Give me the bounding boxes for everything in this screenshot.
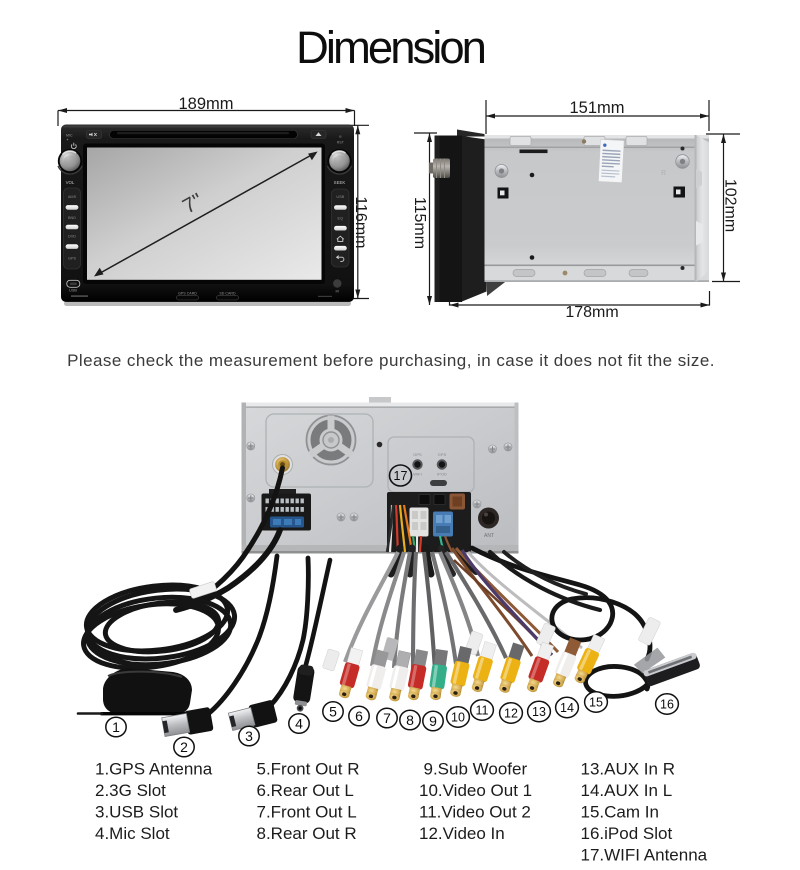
svg-text:2.3G Slot: 2.3G Slot	[95, 781, 166, 800]
svg-text:102mm: 102mm	[722, 179, 739, 232]
svg-text:AMS: AMS	[68, 195, 77, 199]
svg-text:16: 16	[660, 698, 674, 712]
svg-text:2: 2	[180, 739, 188, 755]
svg-text:USB: USB	[336, 195, 344, 199]
svg-text:5: 5	[329, 704, 337, 720]
svg-text:12.Video In: 12.Video In	[419, 824, 505, 843]
svg-text:12: 12	[504, 707, 518, 721]
svg-text:GPS: GPS	[438, 452, 447, 457]
svg-text:BND: BND	[68, 216, 76, 220]
svg-text:GPS: GPS	[68, 256, 76, 260]
svg-text:4.Mic Slot: 4.Mic Slot	[95, 824, 170, 843]
svg-text:13: 13	[532, 705, 546, 719]
svg-text:4: 4	[295, 716, 303, 732]
svg-text:GPS: GPS	[413, 452, 422, 457]
svg-text:116mm: 116mm	[352, 196, 369, 248]
svg-text:USB: USB	[69, 289, 77, 293]
svg-text:RST: RST	[337, 141, 345, 145]
svg-text:11: 11	[476, 704, 489, 718]
svg-text:15.Cam In: 15.Cam In	[581, 803, 659, 822]
svg-text:3: 3	[245, 728, 253, 744]
svg-text:17: 17	[394, 469, 408, 483]
svg-text:11.Video Out 2: 11.Video Out 2	[419, 803, 531, 822]
svg-text:Please check the measurement b: Please check the measurement before purc…	[67, 351, 715, 370]
svg-text:ANT: ANT	[484, 533, 494, 539]
svg-text:IPOD: IPOD	[437, 472, 447, 477]
svg-text:GPS CARD: GPS CARD	[178, 291, 197, 295]
svg-text:DVD: DVD	[68, 235, 76, 239]
svg-text:8: 8	[406, 712, 414, 728]
svg-text:178mm: 178mm	[565, 304, 618, 321]
svg-text:13.AUX In R: 13.AUX In R	[581, 760, 676, 779]
svg-text:115mm: 115mm	[411, 197, 428, 249]
svg-text:3.USB Slot: 3.USB Slot	[95, 803, 178, 822]
svg-text:WIFI: WIFI	[413, 472, 421, 477]
svg-text:5.Front Out R: 5.Front Out R	[257, 760, 360, 779]
svg-text:9.Sub Woofer: 9.Sub Woofer	[424, 760, 528, 779]
svg-text:10: 10	[451, 711, 465, 725]
svg-text:MIC: MIC	[66, 134, 73, 138]
svg-text:14.AUX In L: 14.AUX In L	[581, 781, 673, 800]
svg-text:1: 1	[112, 719, 120, 735]
svg-text:16.iPod Slot: 16.iPod Slot	[581, 824, 673, 843]
svg-text:VOL: VOL	[66, 180, 75, 185]
svg-text:7.Front Out L: 7.Front Out L	[257, 803, 357, 822]
svg-text:10.Video Out 1: 10.Video Out 1	[419, 781, 532, 800]
svg-text:6.Rear Out L: 6.Rear Out L	[257, 781, 354, 800]
svg-text:R: R	[661, 170, 666, 177]
svg-text:IR: IR	[336, 289, 340, 293]
svg-text:189mm: 189mm	[178, 95, 233, 113]
svg-text:Dimension: Dimension	[296, 22, 485, 73]
svg-text:SEEK: SEEK	[334, 180, 346, 185]
svg-text:1.GPS Antenna: 1.GPS Antenna	[95, 760, 213, 779]
svg-text:15: 15	[589, 696, 603, 710]
svg-text:151mm: 151mm	[569, 99, 624, 117]
svg-text:6: 6	[355, 708, 363, 724]
svg-text:14: 14	[560, 701, 574, 715]
svg-text:9: 9	[429, 713, 437, 729]
svg-text:EQ: EQ	[338, 216, 344, 220]
svg-text:8.Rear Out R: 8.Rear Out R	[257, 824, 357, 843]
svg-text:7: 7	[383, 710, 391, 726]
svg-text:17.WIFI Antenna: 17.WIFI Antenna	[581, 846, 708, 865]
svg-text:SD CARD: SD CARD	[219, 291, 236, 295]
